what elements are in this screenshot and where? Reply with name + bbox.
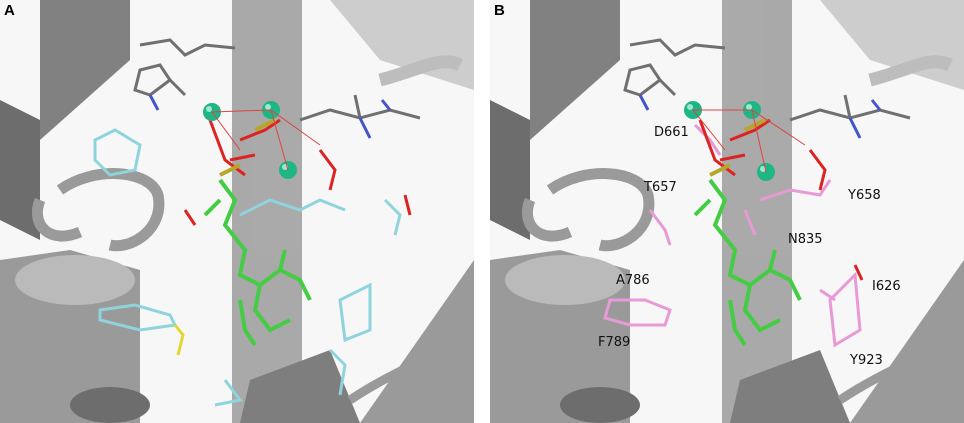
residue-label-t657: T657: [644, 180, 677, 195]
ligand-carbon: [693, 178, 802, 347]
panel-b: B D661 T657 Y658 N835 A786 I626 F789 Y92…: [490, 0, 964, 423]
residue-label-f789: F789: [598, 335, 631, 350]
panel-letter-b: B: [494, 2, 505, 19]
panel-a: A: [0, 0, 474, 423]
residue-label-a786: A786: [616, 273, 650, 288]
ion-spheres: [684, 101, 775, 181]
panel-b-structure: [490, 0, 964, 423]
residue-label-i626: I626: [872, 279, 901, 294]
residue-label-y923: Y923: [850, 353, 883, 368]
residue-label-y658: Y658: [848, 188, 881, 203]
panel-a-structure: [0, 0, 474, 423]
residue-label-d661: D661: [654, 125, 689, 140]
phosphate-bonds: [698, 118, 864, 281]
helix-cylinders: [490, 0, 964, 423]
ligand-carbon: [203, 178, 312, 347]
residues-cyan: [93, 128, 402, 407]
residue-label-n835: N835: [788, 232, 823, 247]
helix-cylinders: [0, 0, 474, 423]
residues-pink: [603, 123, 862, 348]
panel-letter-a: A: [4, 2, 15, 19]
